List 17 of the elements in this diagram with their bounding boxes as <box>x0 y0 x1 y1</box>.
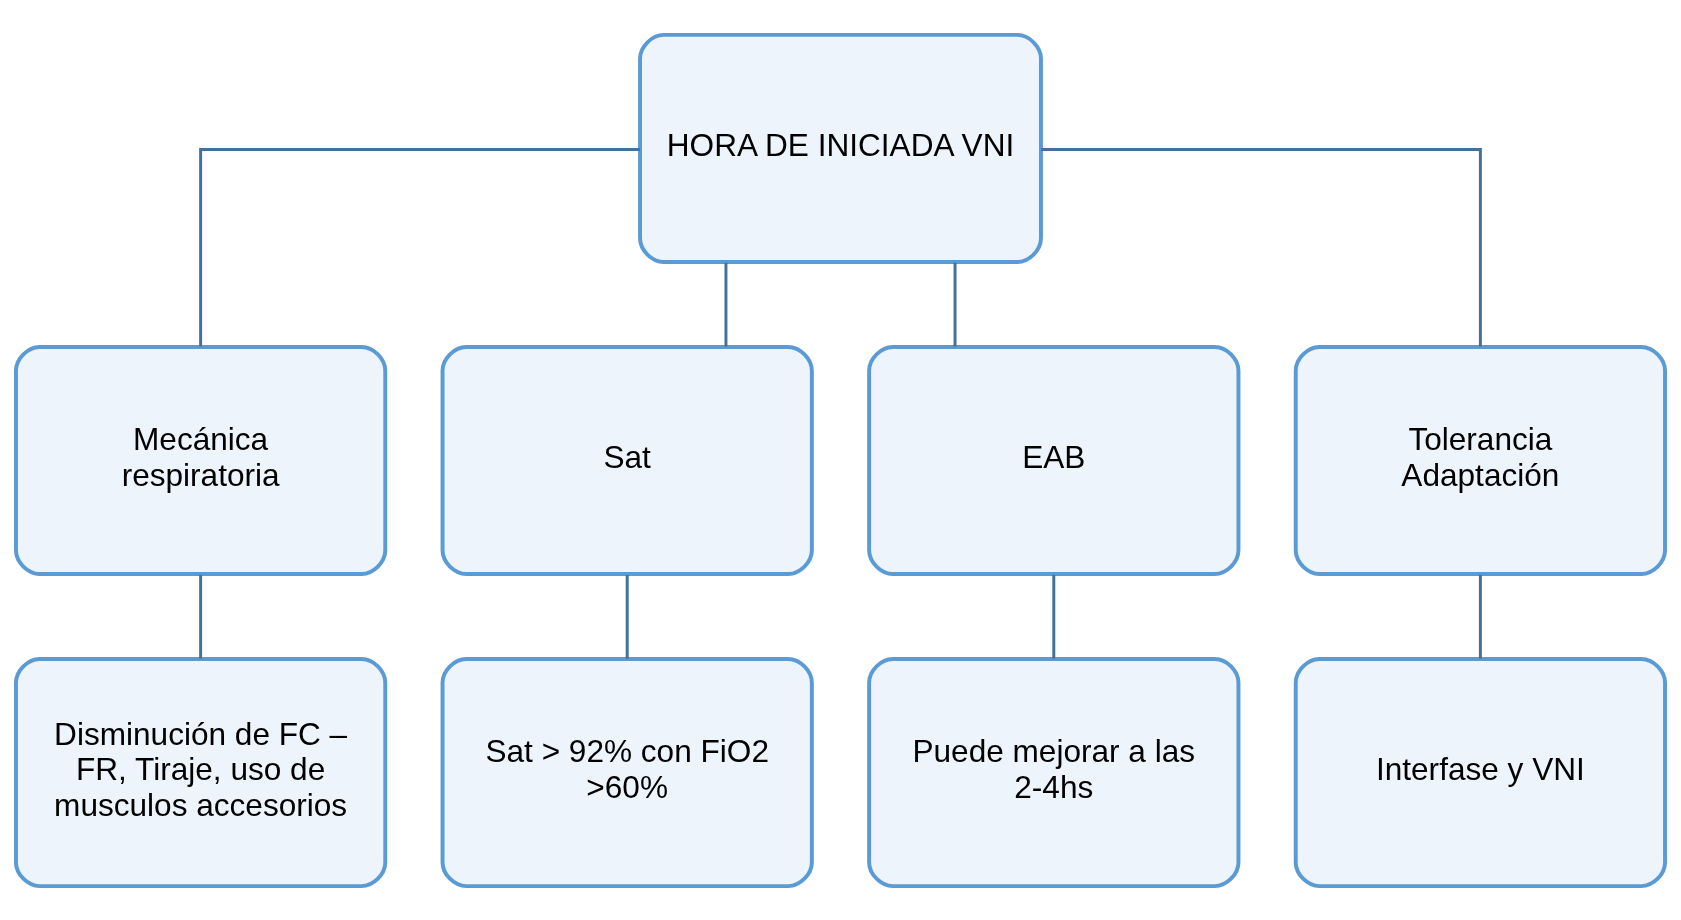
node-box: Sat <box>440 344 814 576</box>
connector <box>953 262 957 347</box>
connector <box>724 262 728 347</box>
connector <box>1052 574 1056 659</box>
node-box: HORA DE INICIADA VNI <box>638 32 1043 264</box>
connector <box>199 574 203 659</box>
node-box: Interfase y VNI <box>1293 656 1667 888</box>
node-box: Puede mejorar a las 2-4hs <box>867 656 1241 888</box>
node-box: Disminución de FC – FR, Tiraje, uso de musculos accesorios <box>14 656 388 888</box>
node-box: EAB <box>867 344 1241 576</box>
connector <box>1041 147 1482 346</box>
node-box: Tolerancia Adaptación <box>1293 344 1667 576</box>
connector <box>199 147 640 346</box>
connector <box>625 574 629 659</box>
node-box: Sat > 92% con FiO2 >60% <box>440 656 814 888</box>
connector <box>1478 574 1482 659</box>
node-box: Mecánica respiratoria <box>14 344 388 576</box>
